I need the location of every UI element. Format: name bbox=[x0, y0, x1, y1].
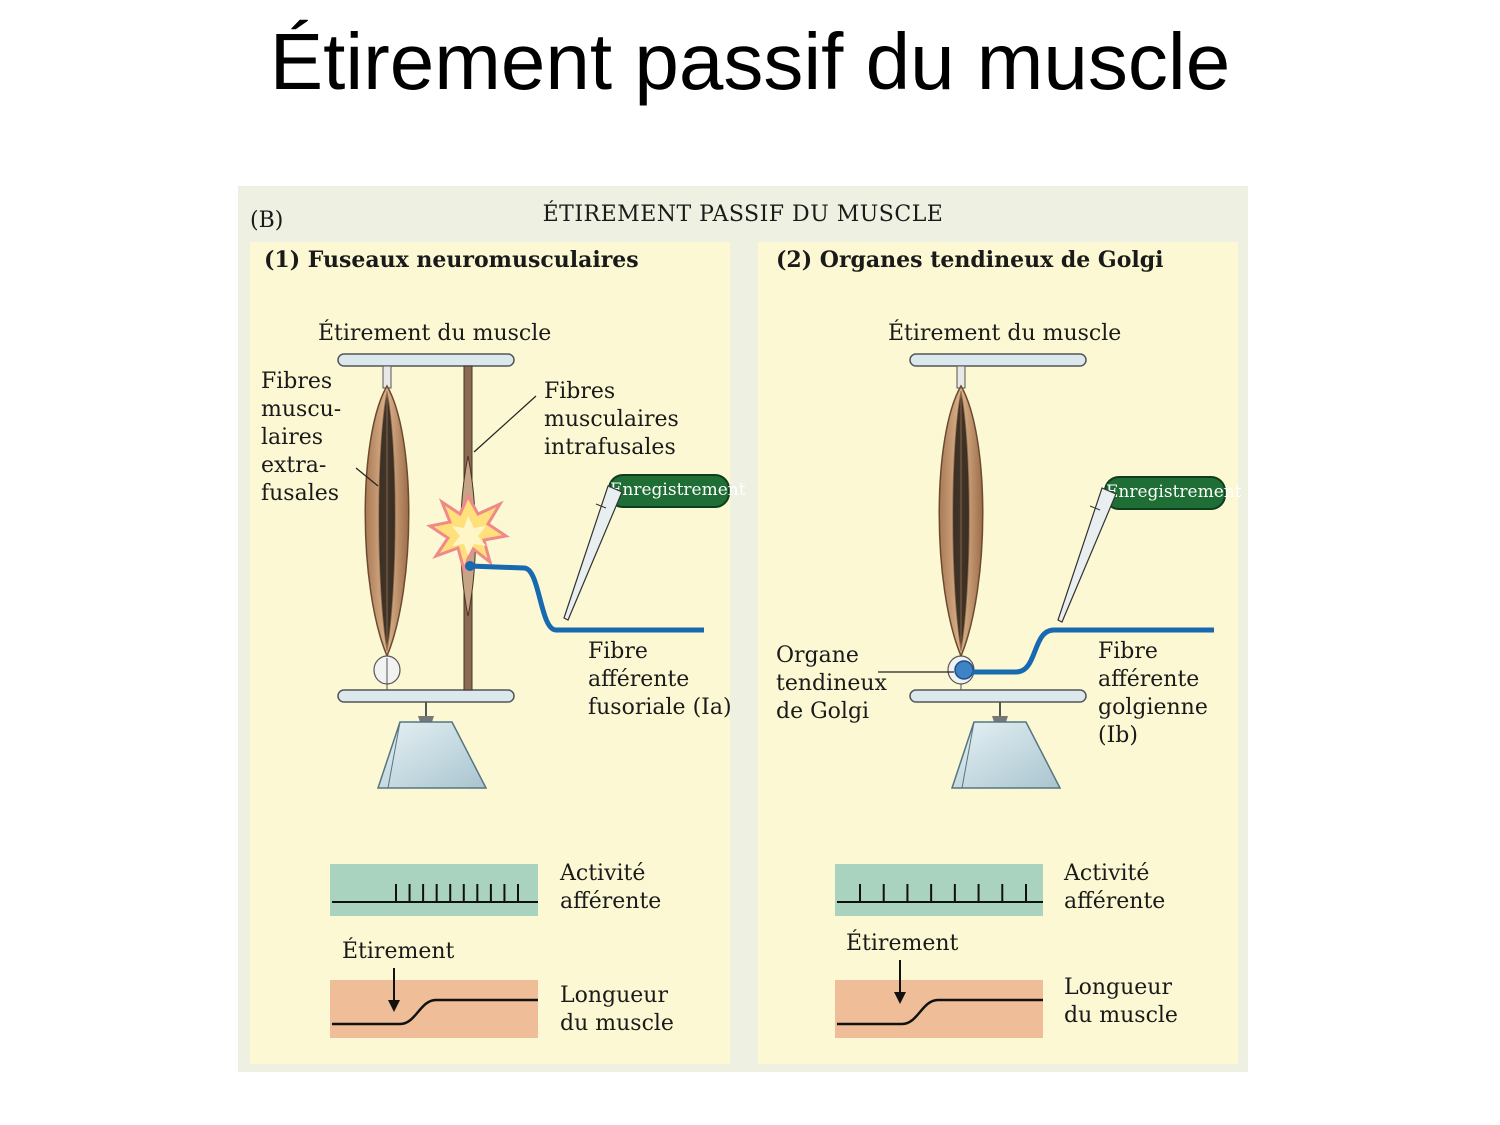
right-afferent-line: (Ib) bbox=[1098, 723, 1138, 748]
left-afferent-nerve bbox=[469, 563, 704, 633]
right-stretch-label: Étirement du muscle bbox=[888, 321, 1122, 346]
left-top-bar bbox=[337, 353, 515, 367]
left-bottom-bar bbox=[337, 689, 515, 703]
figure-label: (B) bbox=[250, 208, 284, 233]
intrafusal-line: musculaires bbox=[544, 407, 679, 432]
panel-golgi-tendon-organ bbox=[758, 242, 1238, 1064]
right-length-label: Longueur bbox=[1064, 975, 1172, 1000]
left-activity-label: Activité bbox=[560, 861, 646, 886]
left-afferent-line: afférente bbox=[588, 667, 690, 692]
extrafusal-line: laires bbox=[261, 425, 324, 450]
left-activity-label: afférente bbox=[560, 889, 662, 914]
right-stretch-arrow bbox=[894, 960, 906, 1004]
extrafusal-line: muscu- bbox=[261, 397, 342, 422]
left-stretch-marker: Étirement bbox=[342, 939, 455, 964]
right-electrode bbox=[1057, 487, 1117, 623]
left-activity-trace-bg bbox=[330, 864, 538, 916]
right-weight bbox=[950, 721, 1062, 789]
extrafusal-line: Fibres bbox=[261, 369, 333, 394]
right-afferent-line: afférente bbox=[1098, 667, 1200, 692]
right-length-label: du muscle bbox=[1064, 1003, 1178, 1028]
right-recording-badge: Enregistrement bbox=[1104, 476, 1242, 510]
right-top-bar bbox=[909, 353, 1087, 367]
left-afferent-line: Fibre bbox=[588, 639, 648, 664]
left-length-trace-bg bbox=[330, 980, 538, 1038]
diagram-artwork bbox=[332, 353, 1214, 1026]
right-length-trace-bg bbox=[835, 980, 1043, 1038]
figure-title: ÉTIREMENT PASSIF DU MUSCLE bbox=[542, 202, 944, 227]
left-stretch-label: Étirement du muscle bbox=[318, 321, 552, 346]
golgi-tendon-organ bbox=[954, 660, 974, 680]
right-bottom-bar bbox=[909, 689, 1087, 703]
intrafusal-line: intrafusales bbox=[544, 435, 676, 460]
right-stretch-marker: Étirement bbox=[846, 931, 959, 956]
organ-line: de Golgi bbox=[776, 699, 870, 724]
left-length-label: du muscle bbox=[560, 1011, 674, 1036]
organ-line: tendineux bbox=[776, 671, 887, 696]
extrafusal-line: extra- bbox=[261, 453, 327, 478]
right-activity-label: Activité bbox=[1064, 861, 1150, 886]
left-weight bbox=[376, 721, 488, 789]
left-length-trace bbox=[332, 998, 538, 1026]
right-activity-trace-bg bbox=[835, 864, 1043, 916]
left-activity-trace bbox=[332, 884, 538, 903]
panel-neuromuscular-spindle bbox=[250, 242, 730, 1064]
right-heading: (2) Organes tendineux de Golgi bbox=[776, 247, 1164, 273]
right-activity-label: afférente bbox=[1064, 889, 1166, 914]
left-afferent-line: fusoriale (Ia) bbox=[588, 695, 732, 720]
left-length-label: Longueur bbox=[560, 983, 668, 1008]
right-activity-trace bbox=[837, 884, 1043, 903]
left-electrode bbox=[563, 485, 623, 621]
right-afferent-line: Fibre bbox=[1098, 639, 1158, 664]
organ-line: Organe bbox=[776, 643, 859, 668]
right-afferent-nerve bbox=[972, 627, 1214, 675]
left-heading: (1) Fuseaux neuromusculaires bbox=[264, 247, 639, 273]
extrafusal-line: fusales bbox=[261, 481, 340, 506]
right-length-trace bbox=[837, 998, 1043, 1026]
right-afferent-line: golgienne bbox=[1098, 695, 1208, 720]
left-stretch-arrow bbox=[388, 968, 400, 1012]
slide-title: Étirement passif du muscle bbox=[269, 17, 1231, 106]
intrafusal-line: Fibres bbox=[544, 379, 616, 404]
left-recording-badge: Enregistrement bbox=[608, 474, 746, 508]
figure: (B) ÉTIREMENT PASSIF DU MUSCLE (1) Fusea… bbox=[238, 186, 1248, 1072]
